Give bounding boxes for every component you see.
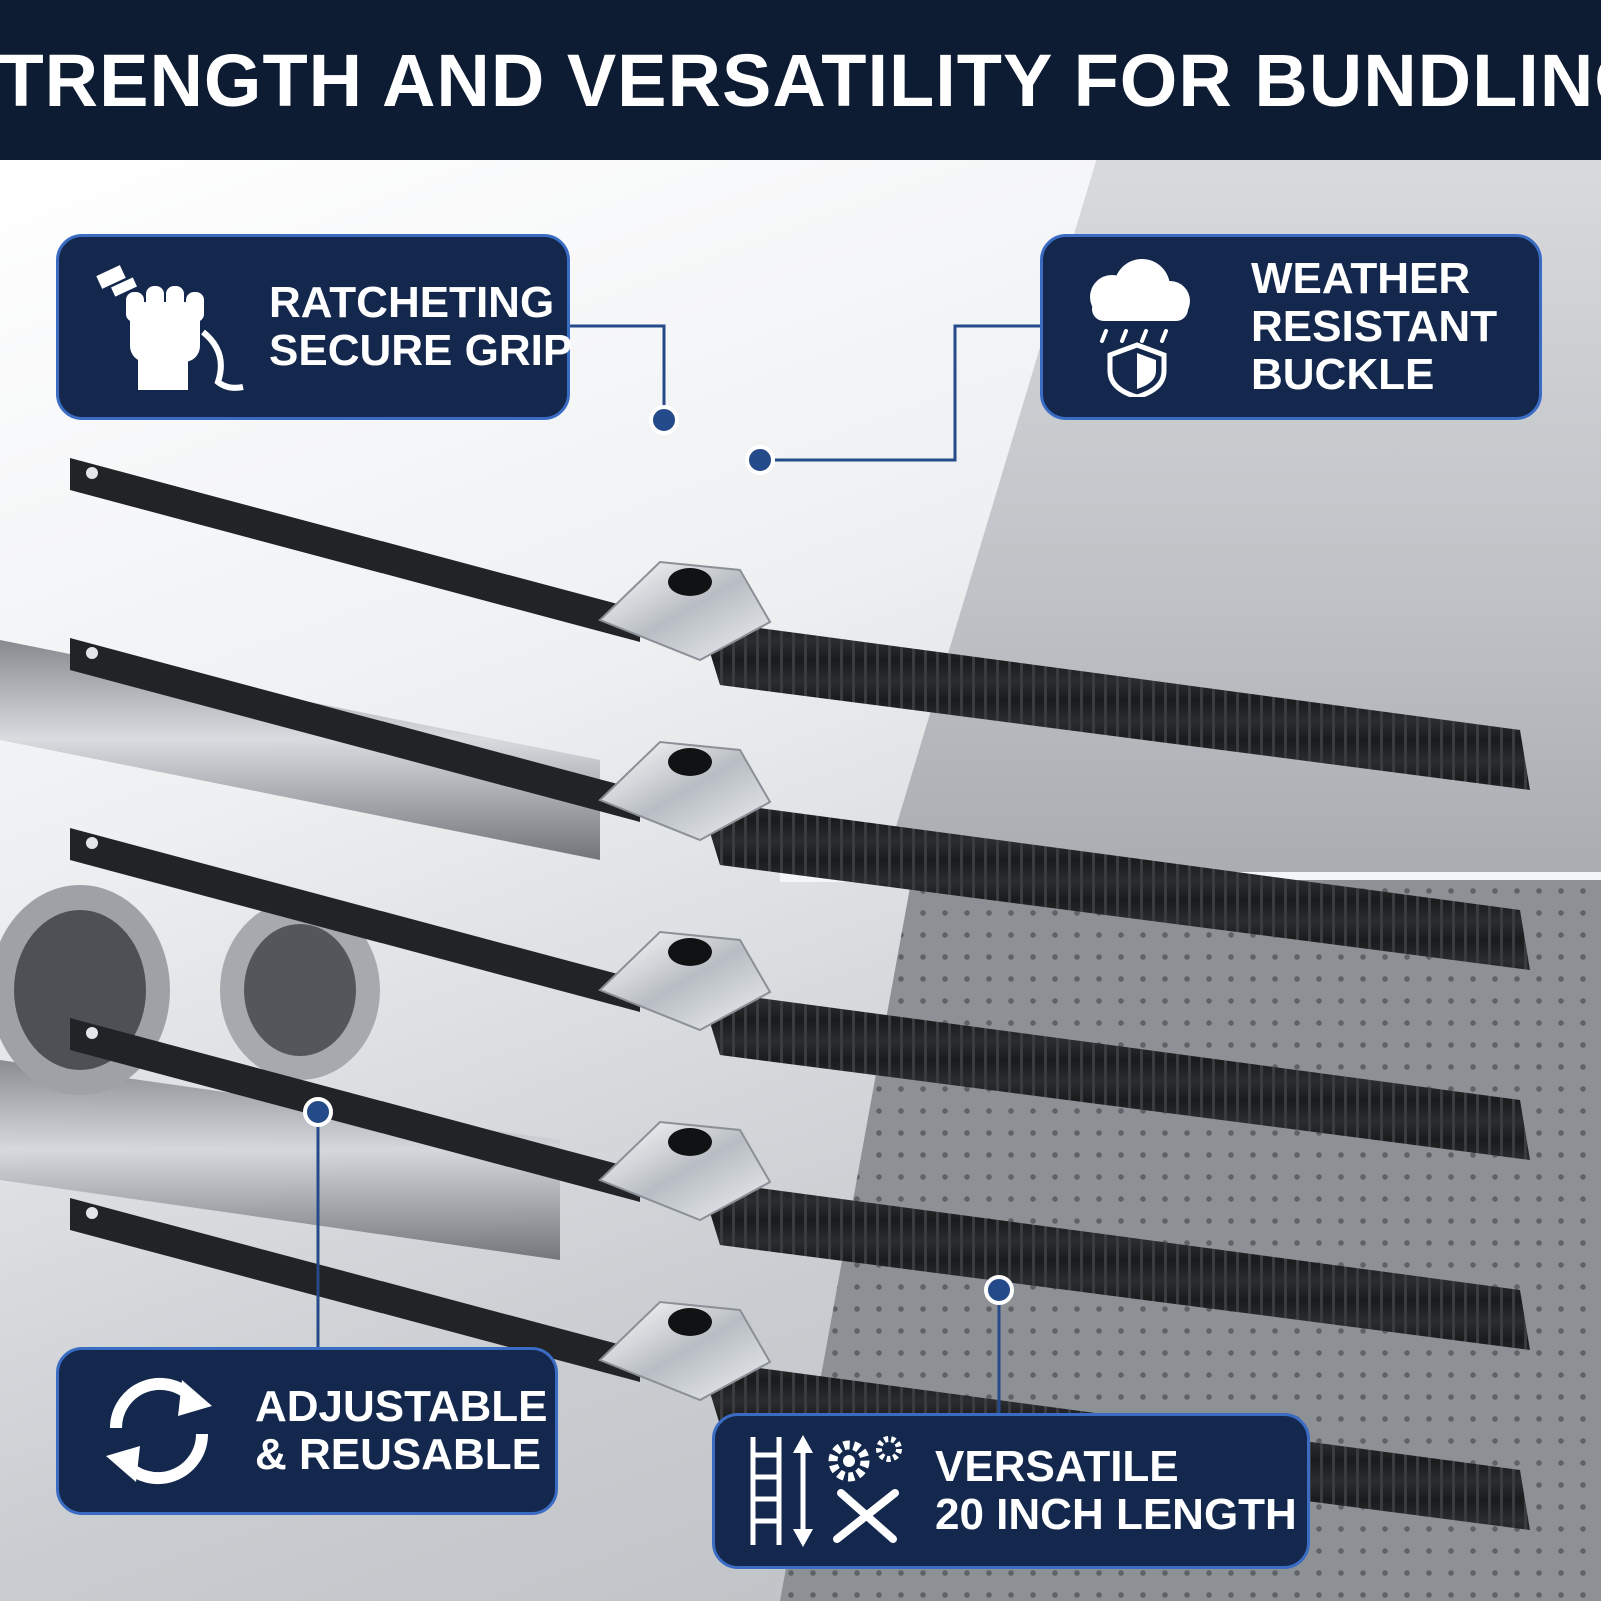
strap-eyelet <box>86 647 98 659</box>
header-bar: STRENGTH AND VERSATILITY FOR BUNDLING <box>0 0 1601 160</box>
strap-eyelet <box>86 837 98 849</box>
ratchet-buckle <box>598 1120 772 1222</box>
callout-grip-line1: RATCHETING <box>269 278 555 327</box>
connector-dot-grip <box>649 405 679 435</box>
strap-ribbed-band <box>700 1180 1530 1350</box>
callout-weather-resistant: WEATHER RESISTANT BUCKLE <box>1040 234 1542 420</box>
buckle-lever <box>668 1308 712 1336</box>
callout-weather-line2: RESISTANT <box>1251 302 1498 351</box>
ratchet-buckle <box>598 1300 772 1402</box>
callout-versatile-length: VERSATILE 20 INCH LENGTH <box>712 1413 1310 1569</box>
strap-tail <box>70 828 640 1012</box>
strap-2 <box>70 638 1530 970</box>
callout-ratcheting-grip: RATCHETING SECURE GRIP <box>56 234 572 420</box>
buckle-lever <box>668 1128 712 1156</box>
callout-reuse-line1: ADJUSTABLE <box>255 1382 548 1431</box>
connector-weather <box>760 324 1040 462</box>
callout-weather-line1: WEATHER <box>1251 254 1471 303</box>
buckle-lever <box>668 938 712 966</box>
callout-grip-line2: SECURE GRIP <box>269 326 573 375</box>
strap-1 <box>70 458 1530 790</box>
callout-weather-text: WEATHER RESISTANT BUCKLE <box>1251 255 1497 399</box>
ratchet-buckle <box>598 740 772 842</box>
callout-adjustable-reusable: ADJUSTABLE & REUSABLE <box>56 1347 558 1515</box>
callout-grip-text: RATCHETING SECURE GRIP <box>269 279 572 375</box>
strap-ribbed-band <box>700 620 1530 790</box>
strap-eyelet <box>86 1207 98 1219</box>
strap-ribbed-band <box>700 990 1530 1160</box>
callout-reuse-line2: & REUSABLE <box>255 1430 542 1479</box>
ladder-arrows-gears-tools-icon <box>745 1431 915 1551</box>
strap-tail <box>70 1018 640 1202</box>
strap-ribbed-band <box>700 800 1530 970</box>
strap-tail <box>70 458 640 642</box>
ratchet-buckle <box>598 560 772 662</box>
strap-tail <box>70 638 640 822</box>
connector-dot-reuse <box>303 1097 333 1127</box>
buckle-lever <box>668 568 712 596</box>
rain-cloud-shield-icon <box>1067 252 1207 402</box>
refresh-arrows-icon <box>89 1366 229 1496</box>
page-title: STRENGTH AND VERSATILITY FOR BUNDLING <box>0 38 1601 122</box>
connector-grip <box>570 324 666 420</box>
callout-weather-line3: BUCKLE <box>1251 350 1435 399</box>
connector-dot-length <box>984 1275 1014 1305</box>
connector-dot-weather <box>745 445 775 475</box>
strap-3 <box>70 828 1530 1160</box>
callout-length-line2: 20 INCH LENGTH <box>935 1490 1297 1539</box>
strap-4 <box>70 1018 1530 1350</box>
fist-icon <box>73 257 253 397</box>
strap-tail <box>70 1198 640 1382</box>
buckle-lever <box>668 748 712 776</box>
callout-reuse-text: ADJUSTABLE & REUSABLE <box>255 1383 548 1479</box>
callout-length-line1: VERSATILE <box>935 1442 1179 1491</box>
strap-eyelet <box>86 1027 98 1039</box>
strap-eyelet <box>86 467 98 479</box>
ratchet-buckle <box>598 930 772 1032</box>
callout-length-text: VERSATILE 20 INCH LENGTH <box>935 1443 1297 1539</box>
